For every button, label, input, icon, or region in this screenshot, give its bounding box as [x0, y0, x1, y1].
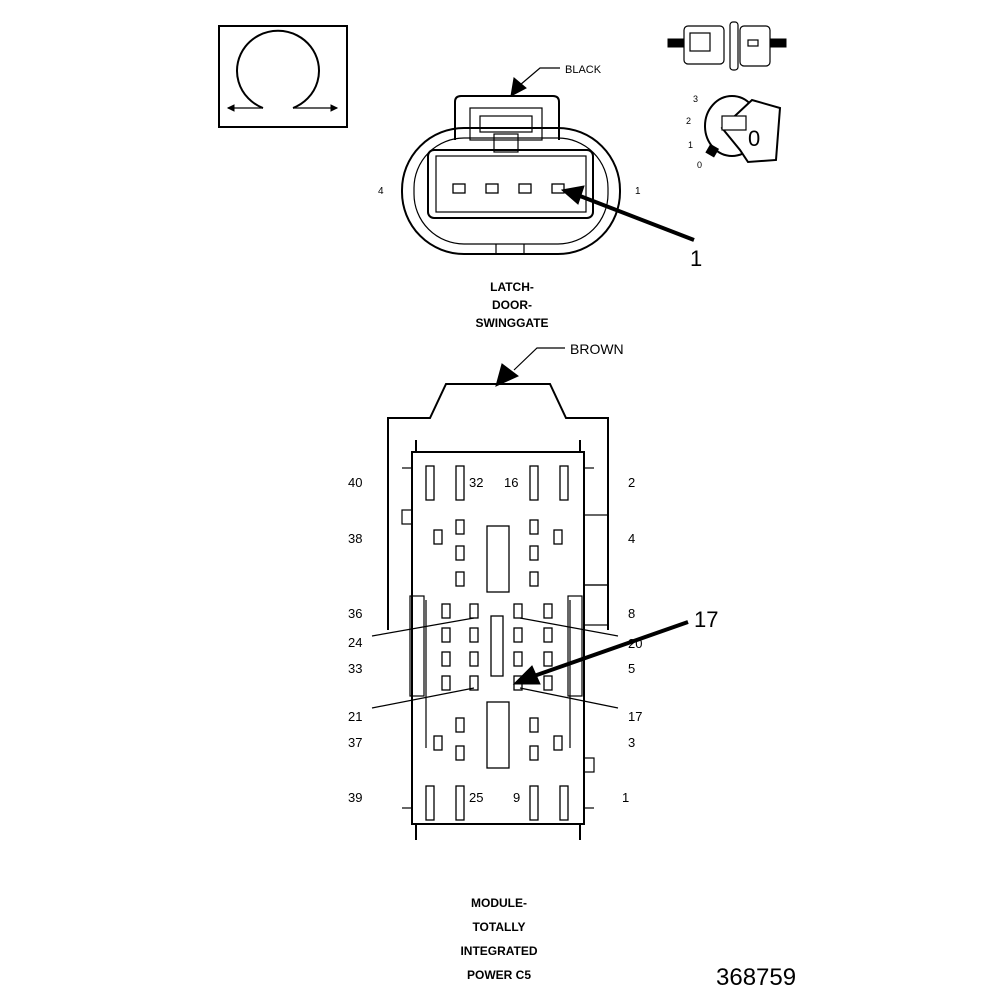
- top-pin-left: 4: [378, 186, 384, 197]
- cavity-mid-0-1: [469, 603, 479, 619]
- cavity-bottom-1: [455, 785, 465, 821]
- cavity-lower-r-0: [529, 717, 539, 733]
- top-connector-name-2: DOOR-: [492, 298, 532, 312]
- slot-upper: [486, 525, 510, 593]
- slot-middle: [490, 615, 504, 677]
- pin-label-33: 33: [348, 661, 362, 676]
- bottom-connector-name-3: INTEGRATED: [460, 944, 537, 958]
- pin-label-21: 21: [348, 709, 362, 724]
- connector-latch-door-swinggate: BLACK 4 1 1 LATCH- DOOR- SWINGGATE: [378, 64, 702, 330]
- pin-label-3: 3: [628, 735, 635, 750]
- cavity-mid-2-3: [543, 651, 553, 667]
- cavity-4: [452, 183, 466, 194]
- top-pin-right: 1: [635, 186, 641, 197]
- cavity-mid-0-2: [513, 603, 523, 619]
- pin-label-37: 37: [348, 735, 362, 750]
- cavity-upper-l-0: [455, 519, 465, 535]
- pin-label-32: 32: [469, 475, 483, 490]
- cavity-38: [433, 529, 443, 545]
- cavity-mid-2-2: [513, 651, 523, 667]
- key-switch-icon: 3 2 1 0 0: [686, 94, 782, 170]
- cavity-3: [553, 735, 563, 751]
- cavity-mid-3-3: [543, 675, 553, 691]
- cavity-lower-l-1: [455, 745, 465, 761]
- cavity-mid-0-3: [543, 603, 553, 619]
- top-connector-name-3: SWINGGATE: [475, 316, 548, 330]
- cavity-lower-l-0: [455, 717, 465, 733]
- cavity-mid-3-1: [469, 675, 479, 691]
- pin-label-25: 25: [469, 790, 483, 805]
- pin-label-16: 16: [504, 475, 518, 490]
- top-connector-name-1: LATCH-: [490, 280, 534, 294]
- cavity-mid-3-0: [441, 675, 451, 691]
- cavity-top-2: [529, 465, 539, 501]
- terminal-icon: [667, 21, 787, 71]
- figure-number: 368759: [716, 964, 796, 991]
- pin-label-24: 24: [348, 635, 362, 650]
- cavity-bottom-2: [529, 785, 539, 821]
- pin-label-2: 2: [628, 475, 635, 490]
- cavity-37: [433, 735, 443, 751]
- callout-17: 17: [694, 607, 718, 632]
- pin-label-36: 36: [348, 606, 362, 621]
- ohm-symbol: [218, 25, 348, 128]
- pin-label-40: 40: [348, 475, 362, 490]
- cavity-upper-r-1: [529, 545, 539, 561]
- cavity-top-1: [455, 465, 465, 501]
- cavity-upper-l-2: [455, 571, 465, 587]
- bottom-connector-name-1: MODULE-: [471, 896, 527, 910]
- cavity-top-0: [425, 465, 435, 501]
- cavity-mid-0-0: [441, 603, 451, 619]
- connector-module-tipm-c5: BROWN 40 38 36 24 33 21 37 39: [348, 341, 718, 982]
- callout-1: 1: [690, 246, 702, 271]
- cavity-4: [553, 529, 563, 545]
- slot-lower: [486, 701, 510, 769]
- pin-label-8: 8: [628, 606, 635, 621]
- cavity-mid-1-0: [441, 627, 451, 643]
- key-face-label: 0: [748, 126, 760, 151]
- cavity-bottom-0: [425, 785, 435, 821]
- top-connector-color: BLACK: [565, 64, 602, 76]
- pin-label-1: 1: [622, 790, 629, 805]
- cavity-lower-r-1: [529, 745, 539, 761]
- cavity-3: [485, 183, 499, 194]
- key-position-2: 2: [686, 116, 691, 126]
- pin-label-4: 4: [628, 531, 635, 546]
- cavity-grid: [425, 465, 569, 821]
- cavity-mid-1-1: [469, 627, 479, 643]
- cavity-mid-1-2: [513, 627, 523, 643]
- bottom-connector-name-4: POWER C5: [467, 968, 531, 982]
- key-position-1: 1: [688, 140, 693, 150]
- cavity-mid-2-0: [441, 651, 451, 667]
- cavity-top-3: [559, 465, 569, 501]
- key-position-0: 0: [697, 160, 702, 170]
- pin-label-39: 39: [348, 790, 362, 805]
- cavity-upper-r-0: [529, 519, 539, 535]
- cavity-mid-2-1: [469, 651, 479, 667]
- cavity-upper-r-2: [529, 571, 539, 587]
- key-position-3: 3: [693, 94, 698, 104]
- cavity-2: [518, 183, 532, 194]
- pin-label-17: 17: [628, 709, 642, 724]
- cavity-mid-1-3: [543, 627, 553, 643]
- bottom-connector-name-2: TOTALLY: [472, 920, 525, 934]
- cavity-bottom-3: [559, 785, 569, 821]
- bottom-connector-color: BROWN: [570, 341, 624, 357]
- pin-label-9: 9: [513, 790, 520, 805]
- pin-label-5: 5: [628, 661, 635, 676]
- pin-label-38: 38: [348, 531, 362, 546]
- cavity-1: [551, 183, 565, 194]
- cavity-upper-l-1: [455, 545, 465, 561]
